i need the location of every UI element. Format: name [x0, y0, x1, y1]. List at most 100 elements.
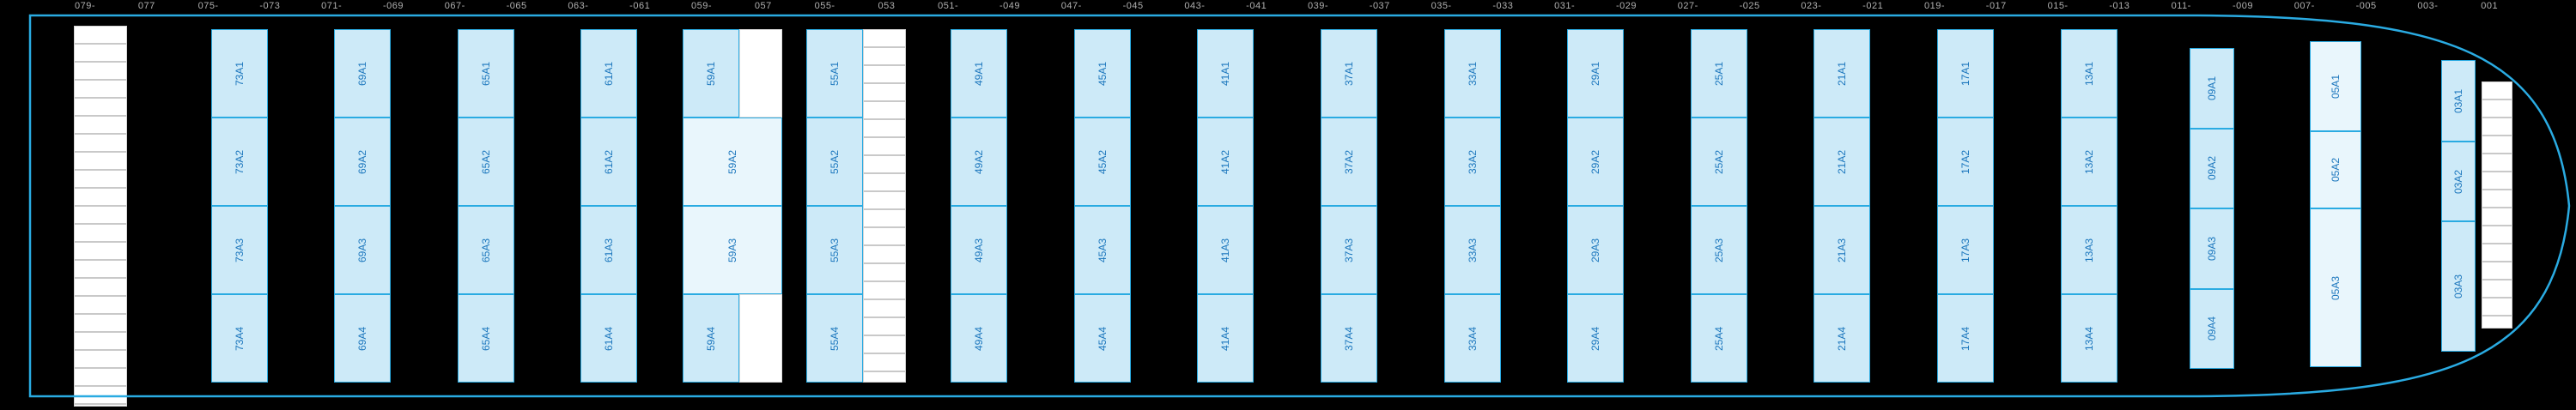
bay-cell-69A3[interactable]: 69A3 [334, 206, 392, 294]
bay-cell-13A3[interactable]: 13A3 [2060, 206, 2117, 294]
bay-cell-73A1[interactable]: 73A1 [210, 29, 268, 118]
bay-cell-05A2[interactable]: 05A2 [2309, 131, 2361, 208]
bay-cell-17A3[interactable]: 17A3 [1936, 206, 1994, 294]
bay-cell-09A3[interactable]: 09A3 [2190, 208, 2235, 289]
bay-cell-61A2[interactable]: 61A2 [580, 118, 638, 206]
bay-cell-33A2[interactable]: 33A2 [1443, 118, 1501, 206]
bay-cell-03A3[interactable]: 03A3 [2441, 221, 2476, 352]
bay-cell-49A4[interactable]: 49A4 [951, 294, 1008, 383]
ruler-tick: -013 [2109, 1, 2130, 11]
ruler-tick: 011- [2171, 1, 2191, 11]
bay-cell-49A2[interactable]: 49A2 [951, 118, 1008, 206]
bay-cell-25A2[interactable]: 25A2 [1690, 118, 1747, 206]
bay-cell-25A4[interactable]: 25A4 [1690, 294, 1747, 383]
bay-cell-label: 33A2 [1466, 149, 1479, 174]
bay-cell-45A1[interactable]: 45A1 [1073, 29, 1131, 118]
bay-cell-37A2[interactable]: 37A2 [1320, 118, 1377, 206]
bay-cell-49A1[interactable]: 49A1 [951, 29, 1008, 118]
bay-cell-label: 61A2 [603, 149, 616, 174]
bay-cell-59A4[interactable]: 59A4 [682, 294, 739, 383]
bay-cell-33A3[interactable]: 33A3 [1443, 206, 1501, 294]
bay-cell-73A4[interactable]: 73A4 [210, 294, 268, 383]
ruler-tick: 043- [1184, 1, 1206, 11]
bay-cell-37A4[interactable]: 37A4 [1320, 294, 1377, 383]
bay-cell-73A3[interactable]: 73A3 [210, 206, 268, 294]
bay-cell-59A1[interactable]: 59A1 [682, 29, 739, 118]
ruler-tick: -021 [1862, 1, 1884, 11]
bay-cell-69A4[interactable]: 69A4 [334, 294, 392, 383]
bay-cell-41A2[interactable]: 41A2 [1197, 118, 1255, 206]
bay-cell-25A3[interactable]: 25A3 [1690, 206, 1747, 294]
bay-cell-33A1[interactable]: 33A1 [1443, 29, 1501, 118]
ruler-tick: 077 [137, 1, 155, 11]
bay-cell-label: 37A4 [1342, 326, 1355, 351]
bay-cell-59A3[interactable]: 59A3 [682, 206, 782, 294]
bay-cell-29A4[interactable]: 29A4 [1567, 294, 1625, 383]
bay-cell-37A3[interactable]: 37A3 [1320, 206, 1377, 294]
bay-cell-55A4[interactable]: 55A4 [805, 294, 863, 383]
bay-cell-label: 37A1 [1342, 61, 1355, 86]
bay-cell-09A2[interactable]: 09A2 [2190, 128, 2235, 208]
bay-cell-label: 65A1 [479, 61, 492, 86]
bay-cell-17A2[interactable]: 17A2 [1936, 118, 1994, 206]
bay-cell-55A3[interactable]: 55A3 [805, 206, 863, 294]
bay-cell-label: 61A4 [603, 326, 616, 351]
bay-cell-29A2[interactable]: 29A2 [1567, 118, 1625, 206]
bay-cell-45A4[interactable]: 45A4 [1073, 294, 1131, 383]
ruler-tick: 059- [690, 1, 713, 11]
ruler-tick: -065 [506, 1, 527, 11]
bay-cell-label: 59A1 [704, 61, 717, 86]
bay-cell-55A2[interactable]: 55A2 [805, 118, 863, 206]
bay-cell-65A1[interactable]: 65A1 [457, 29, 514, 118]
bay-cell-29A3[interactable]: 29A3 [1567, 206, 1625, 294]
bay-cell-73A2[interactable]: 73A2 [210, 118, 268, 206]
bay-cell-65A2[interactable]: 65A2 [457, 118, 514, 206]
bay-cell-label: 37A2 [1342, 149, 1355, 174]
bay-cell-41A3[interactable]: 41A3 [1197, 206, 1255, 294]
bay-cell-label: 03A2 [2452, 169, 2465, 194]
bay-cell-25A1[interactable]: 25A1 [1690, 29, 1747, 118]
bay-cell-69A2[interactable]: 69A2 [334, 118, 392, 206]
bay-cell-label: 13A2 [2082, 149, 2095, 174]
bay-cell-41A1[interactable]: 41A1 [1197, 29, 1255, 118]
bay-cell-label: 03A1 [2452, 88, 2465, 113]
ruler-tick: -009 [2232, 1, 2254, 11]
bay-cell-21A3[interactable]: 21A3 [1814, 206, 1871, 294]
bay-cell-21A4[interactable]: 21A4 [1814, 294, 1871, 383]
bay-cell-37A1[interactable]: 37A1 [1320, 29, 1377, 118]
ruler-tick: 047- [1060, 1, 1082, 11]
bay-cell-49A3[interactable]: 49A3 [951, 206, 1008, 294]
bay-cell-13A2[interactable]: 13A2 [2060, 118, 2117, 206]
ruler-tick: -073 [259, 1, 281, 11]
bay-cell-45A2[interactable]: 45A2 [1073, 118, 1131, 206]
ruler-tick: 055- [814, 1, 835, 11]
ruler-tick: -037 [1369, 1, 1390, 11]
bay-cell-61A4[interactable]: 61A4 [580, 294, 638, 383]
bay-cell-61A3[interactable]: 61A3 [580, 206, 638, 294]
bay-cell-17A1[interactable]: 17A1 [1936, 29, 1994, 118]
bay-cell-21A1[interactable]: 21A1 [1814, 29, 1871, 118]
bay-cell-17A4[interactable]: 17A4 [1936, 294, 1994, 383]
bay-cell-61A1[interactable]: 61A1 [580, 29, 638, 118]
ruler-tick: 035- [1431, 1, 1452, 11]
bay-cell-55A1[interactable]: 55A1 [805, 29, 863, 118]
bay-cell-03A1[interactable]: 03A1 [2441, 60, 2476, 142]
bay-cell-33A4[interactable]: 33A4 [1443, 294, 1501, 383]
bay-cell-59A2[interactable]: 59A2 [682, 118, 782, 206]
ruler-tick: 053 [878, 1, 896, 11]
bay-cell-13A1[interactable]: 13A1 [2060, 29, 2117, 118]
bay-cell-09A1[interactable]: 09A1 [2190, 48, 2235, 129]
bay-cell-09A4[interactable]: 09A4 [2190, 288, 2235, 369]
bay-cell-13A4[interactable]: 13A4 [2060, 294, 2117, 383]
bay-cell-05A1[interactable]: 05A1 [2309, 41, 2361, 131]
bay-cell-69A1[interactable]: 69A1 [334, 29, 392, 118]
bay-cell-65A3[interactable]: 65A3 [457, 206, 514, 294]
bay-cell-03A2[interactable]: 03A2 [2441, 142, 2476, 221]
bay-cell-65A4[interactable]: 65A4 [457, 294, 514, 383]
bay-cell-29A1[interactable]: 29A1 [1567, 29, 1625, 118]
bay-cell-41A4[interactable]: 41A4 [1197, 294, 1255, 383]
bay-cell-05A3[interactable]: 05A3 [2309, 208, 2361, 367]
bay-cell-label: 65A2 [479, 149, 492, 174]
bay-cell-21A2[interactable]: 21A2 [1814, 118, 1871, 206]
bay-cell-45A3[interactable]: 45A3 [1073, 206, 1131, 294]
